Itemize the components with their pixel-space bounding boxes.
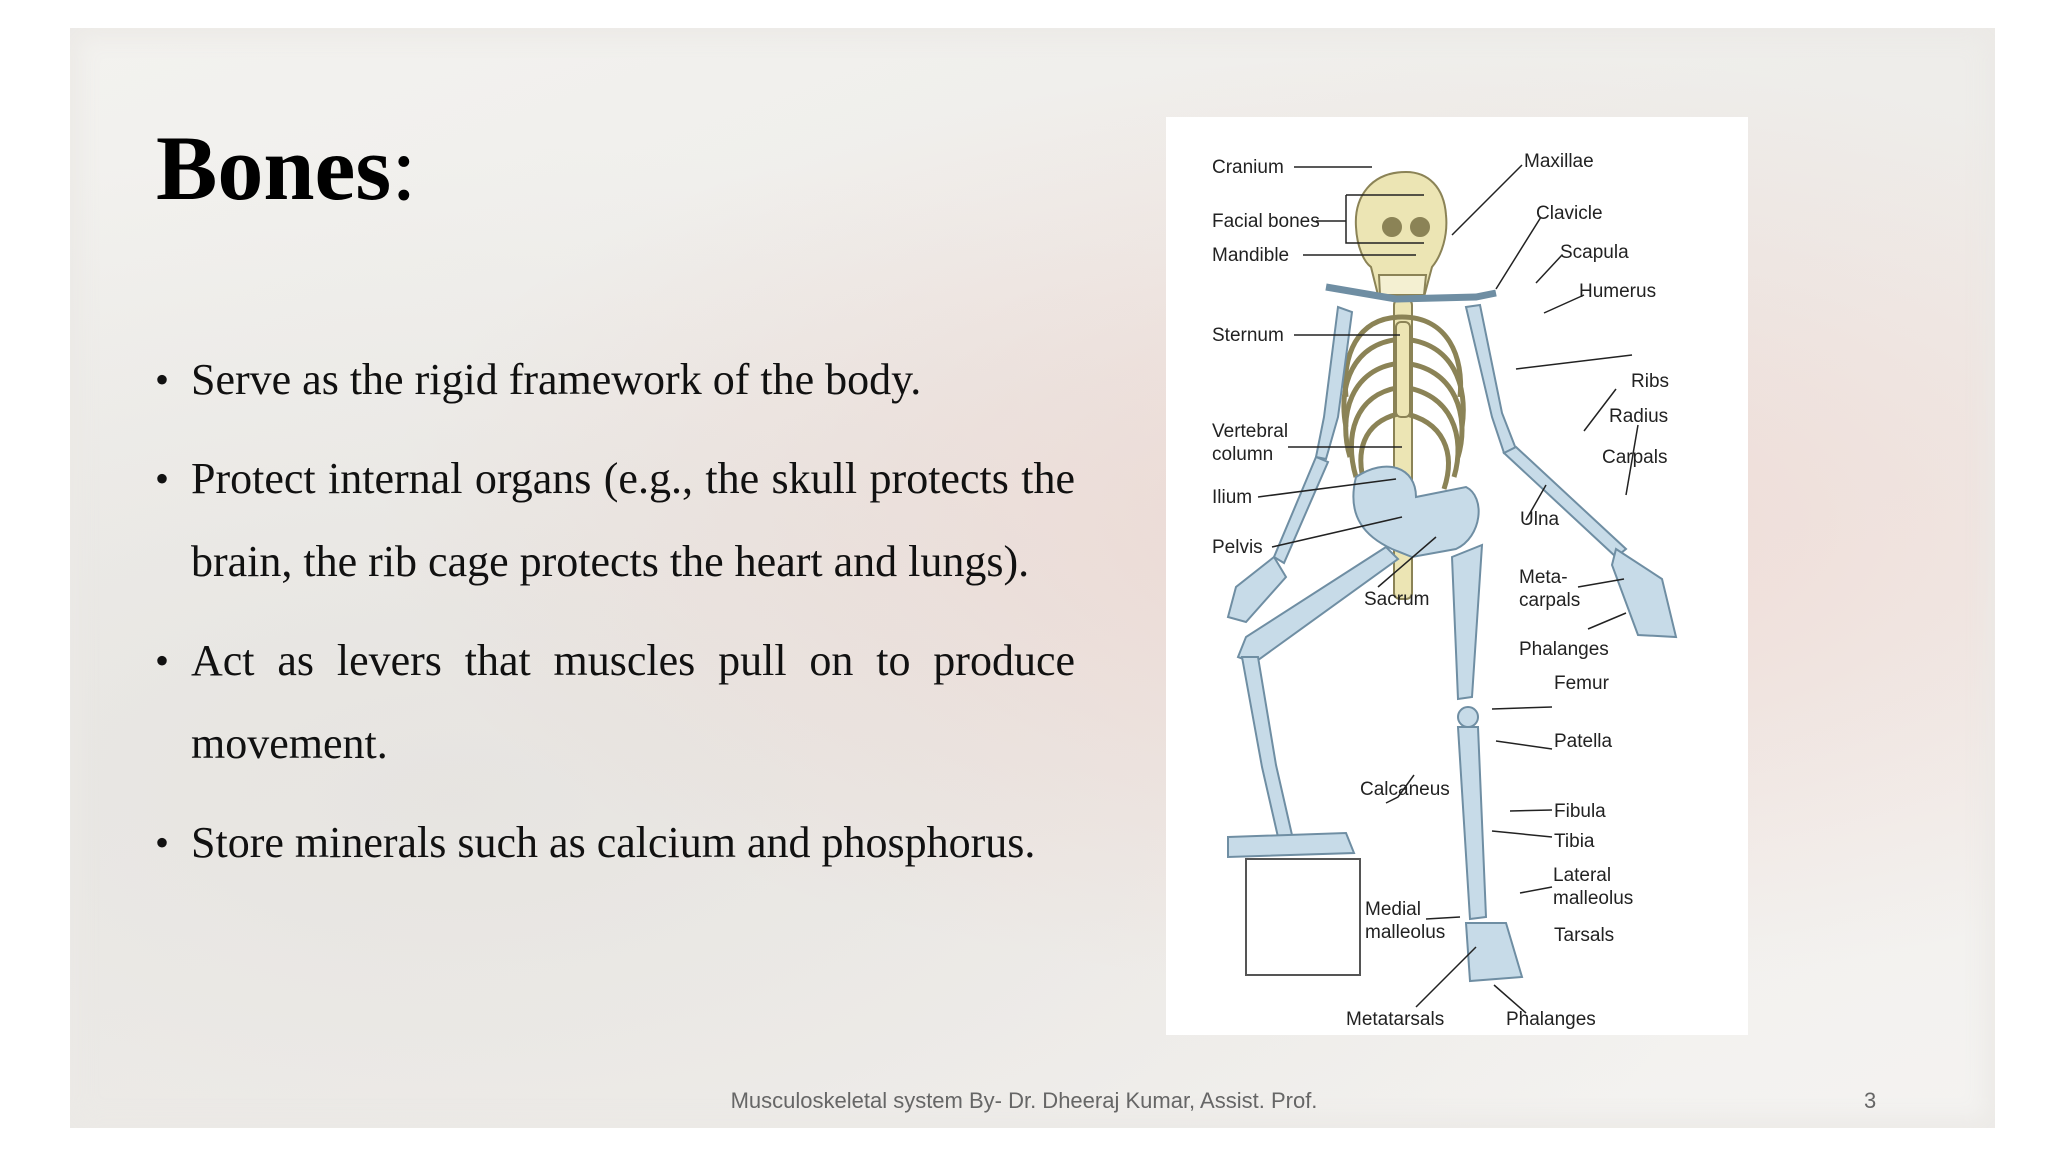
label-medial: Medial (1365, 899, 1421, 920)
skeleton-labels: Cranium Facial bones Mandible Sternum Ve… (1212, 151, 1669, 1030)
sternum (1395, 321, 1411, 418)
label-carpals-meta: carpals (1519, 590, 1580, 611)
foot-right (1464, 922, 1524, 983)
label-phalanges-hand: Phalanges (1519, 639, 1609, 660)
label-femur: Femur (1554, 673, 1610, 694)
bullet-item: • Store minerals such as calcium and phos… (155, 801, 1075, 884)
label-ulna: Ulna (1520, 509, 1560, 530)
patella (1457, 706, 1479, 728)
skull (1354, 170, 1448, 299)
bullet-text: Serve as the rigid framework of the body… (191, 355, 922, 404)
tibia-right (1456, 726, 1488, 921)
label-clavicle: Clavicle (1536, 203, 1603, 224)
forearm-left (1272, 455, 1330, 565)
ribcage (1341, 314, 1466, 490)
pelvis (1352, 465, 1480, 559)
label-pelvis: Pelvis (1212, 537, 1263, 558)
label-scapula: Scapula (1560, 242, 1629, 263)
humerus-right (1464, 303, 1518, 455)
label-column: column (1212, 444, 1273, 465)
step-box (1245, 858, 1361, 976)
humerus-left (1314, 305, 1354, 461)
label-sacrum: Sacrum (1364, 589, 1429, 610)
label-phalanges-foot: Phalanges (1506, 1009, 1596, 1030)
skeleton-diagram: Cranium Facial bones Mandible Sternum Ve… (1212, 151, 1678, 1030)
label-ribs: Ribs (1631, 371, 1669, 392)
slide-title-text: Bones (156, 117, 392, 219)
label-facial-bones: Facial bones (1212, 211, 1320, 232)
bullet-text: Act as levers that muscles pull on to pr… (191, 636, 1075, 768)
bullet-item: • Protect internal organs (e.g., the skul… (155, 437, 1075, 603)
label-tarsals: Tarsals (1554, 925, 1614, 946)
hand-right (1610, 547, 1678, 639)
bullet-icon: • (155, 820, 170, 865)
label-malleolus-medial: malleolus (1365, 922, 1445, 943)
clavicle (1325, 283, 1497, 303)
hand-left (1226, 555, 1288, 624)
label-tibia: Tibia (1554, 831, 1595, 852)
femur-right (1450, 543, 1484, 701)
label-meta: Meta- (1519, 567, 1568, 588)
bullet-text: Protect internal organs (e.g., the skull… (191, 454, 1075, 586)
label-radius: Radius (1609, 406, 1668, 427)
label-carpals: Carpals (1602, 447, 1667, 468)
page-number: 3 (1864, 1088, 1877, 1113)
bullet-list: • Serve as the rigid framework of the bod… (155, 338, 1075, 900)
label-lateral: Lateral (1553, 865, 1611, 886)
label-sternum: Sternum (1212, 325, 1284, 346)
label-malleolus-lateral: malleolus (1553, 888, 1633, 909)
foot-left (1227, 831, 1356, 859)
label-ilium: Ilium (1212, 487, 1252, 508)
slide-title-colon: : (391, 117, 417, 219)
label-cranium: Cranium (1212, 157, 1284, 178)
bullet-text: Store minerals such as calcium and phosp… (191, 818, 1036, 867)
label-calcaneus: Calcaneus (1360, 779, 1450, 800)
bullet-icon: • (155, 456, 170, 501)
label-patella: Patella (1554, 731, 1613, 752)
skeleton-illustration (1226, 170, 1678, 983)
bullet-icon: • (155, 638, 170, 683)
forearm-right (1502, 445, 1628, 559)
label-mandible: Mandible (1212, 245, 1289, 266)
label-fibula: Fibula (1554, 801, 1606, 822)
bullet-item: • Act as levers that muscles pull on to p… (155, 619, 1075, 785)
label-vertebral: Vertebral (1212, 421, 1288, 442)
skeleton-figure: Cranium Facial bones Mandible Sternum Ve… (1166, 117, 1748, 1035)
label-humerus: Humerus (1579, 281, 1656, 302)
shin-left (1240, 656, 1294, 839)
slide-footer: Musculoskeletal system By- Dr. Dheeraj K… (730, 1088, 1318, 1113)
bullet-item: • Serve as the rigid framework of the bod… (155, 338, 1075, 421)
leader-lines (1257, 164, 1639, 1014)
slide-title: Bones: (156, 117, 417, 219)
bullet-icon: • (155, 357, 170, 402)
label-maxillae: Maxillae (1524, 151, 1594, 172)
label-metatarsals: Metatarsals (1346, 1009, 1444, 1030)
